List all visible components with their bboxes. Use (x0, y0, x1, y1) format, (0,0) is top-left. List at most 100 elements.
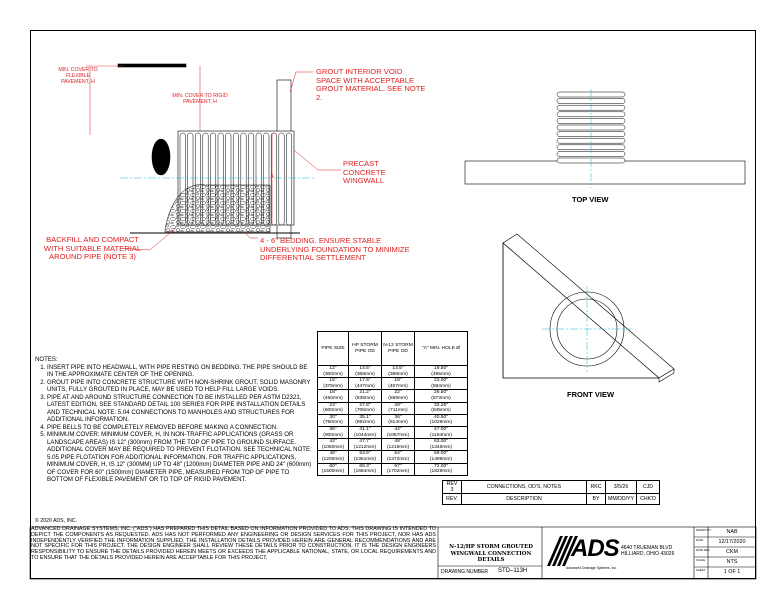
title-field-label: DATE (696, 538, 704, 542)
table-cell: 48"(1219mm) (381, 438, 415, 452)
table-cell: 53.6"(1361mm) (348, 450, 382, 464)
table-row: 42"(1050mm)47.7"(1212mm)48"(1219mm)53.00… (317, 438, 468, 452)
table-cell: 18"(450mm) (317, 389, 349, 403)
table-cell: 42"(1067mm) (381, 425, 415, 440)
notes-block: NOTES: INSERT PIPE INTO HEADWALL, WITH P… (35, 356, 313, 484)
side-section (86, 63, 341, 251)
wingwall-callout: PRECAST CONCRETE WINGWALL (343, 159, 386, 186)
table-cell: 17.6"(447mm) (348, 377, 382, 391)
title-field-value: CKM (726, 549, 738, 555)
revision-table: REV 3 CONNECTIONS, OD'S, NOTES RKC 3/5/2… (442, 480, 660, 505)
table-cell: 47.00"(1194mm) (414, 425, 468, 440)
table-header: HP STORM PIPE OD (348, 331, 382, 366)
table-row: 36"(900mm)41.1"(1044mm)42"(1067mm)47.00"… (317, 425, 468, 440)
copyright: © 2020 ADS, INC. (35, 518, 77, 524)
table-cell: 53.00"(1346mm) (414, 438, 468, 452)
note-item: PIPE AT AND AROUND STRUCTURE CONNECTION … (47, 394, 313, 424)
top-view-wall (464, 160, 746, 185)
top-view-title: TOP VIEW (572, 195, 609, 204)
revision-cell: REV 3 (442, 480, 462, 494)
table-cell: 47.7"(1212mm) (348, 438, 382, 452)
table-cell: 42"(1050mm) (317, 438, 349, 452)
pavement-strip (117, 63, 187, 68)
note-item: INSERT PIPE INTO HEADWALL, WITH PIPE RES… (47, 364, 313, 379)
title-block-lines (29, 526, 757, 580)
front-view-title: FRONT VIEW (567, 390, 615, 399)
drawing-sheet (30, 30, 756, 579)
note-item: GROUT PIPE INTO CONCRETE STRUCTURE WITH … (47, 379, 313, 394)
title-field-value: NAB (726, 529, 738, 535)
table-row: 18"(450mm)21.2"(538mm)22"(559mm)26.50"(6… (317, 389, 468, 403)
table-cell: 15"(375mm) (317, 377, 349, 391)
drawing-number-label: DRAWING NUMBER (441, 569, 489, 575)
revision-cell: MM/DD/YY (605, 493, 637, 505)
bedding-callout: 4 - 6" BEDDING. ENSURE STABLE UNDERLYING… (260, 236, 410, 263)
drawing-title-2: WINGWALL CONNECTION DETAILS (450, 551, 532, 563)
table-cell: 41.1"(1044mm) (348, 425, 382, 440)
title-field-value: 1 OF 1 (723, 569, 741, 575)
title-field-label: SCALE (696, 558, 706, 562)
top-view (464, 89, 746, 188)
table-header-row: PIPE SIZE HP STORM PIPE OD N-12 STORM PI… (317, 331, 468, 366)
table-cell: 22"(559mm) (381, 389, 415, 403)
table-cell: 27.8"(706mm) (348, 401, 382, 415)
table-cell: 66.3"(1684mm) (348, 462, 382, 476)
backfill-gravel (164, 184, 271, 233)
drawing-title-1: N-12/HP STORM GROUTED (449, 544, 533, 550)
table-row: 60"(1500mm)66.3"(1684mm)67"(1702mm)72.00… (317, 462, 468, 476)
grout-callout: GROUT INTERIOR VOID SPACE WITH ACCEPTABL… (316, 67, 426, 102)
ads-logo-subtitle: Advanced Drainage Systems, Inc. (566, 566, 618, 570)
note-item: PIPE BELLS TO BE COMPLETELY REMOVED BEFO… (47, 424, 313, 432)
table-cell: 21.2"(538mm) (348, 389, 382, 403)
table-cell: 24"(600mm) (317, 401, 349, 415)
notes-heading: NOTES: (35, 356, 58, 363)
revision-cell: RKC (586, 480, 606, 494)
table-cell: 23.00"(584mm) (414, 377, 468, 391)
table-row: 15"(375mm)17.6"(447mm)18"(457mm)23.00"(5… (317, 377, 468, 391)
table-cell: 36"(914mm) (381, 413, 415, 427)
pipe-corrugation (270, 132, 277, 226)
table-cell: 14.5"(368mm) (348, 364, 382, 379)
notes-list: INSERT PIPE INTO HEADWALL, WITH PIPE RES… (35, 364, 313, 484)
note-item: MINIMUM COVER: MINIMUM COVER, H, IN NON-… (47, 431, 313, 484)
revision-cell: CHK'D (636, 493, 660, 505)
revision-cell: REV. (442, 493, 462, 505)
table-cell: 60"(1500mm) (317, 462, 349, 476)
table-row: 24"(600mm)27.8"(706mm)28"(711mm)33.25"(8… (317, 401, 468, 415)
drawing-number: STD–113H (498, 568, 528, 574)
backfill-callout: BACKFILL AND COMPACT WITH SUITABLE MATER… (43, 235, 142, 262)
pipe-size-table: PIPE SIZE HP STORM PIPE OD N-12 STORM PI… (317, 331, 468, 476)
title-field-label: DRAWN BY (696, 528, 711, 532)
pipe-corrugation (278, 132, 285, 226)
table-cell: 72.00"(1829mm) (414, 462, 468, 476)
table-cell: 19.50"(495mm) (414, 364, 468, 379)
revision-header-row: REV. DESCRIPTION BY MM/DD/YY CHK'D (442, 493, 660, 505)
title-field-label: DATE REV (696, 548, 710, 552)
table-cell: 54"(1372mm) (381, 450, 415, 464)
table-header: N-12 STORM PIPE OD (381, 331, 415, 366)
table-cell: 14.5"(368mm) (381, 364, 415, 379)
revision-cell: BY (586, 493, 606, 505)
table-cell: 30"(750mm) (317, 413, 349, 427)
revision-cell: CONNECTIONS, OD'S, NOTES (461, 480, 587, 494)
table-cell: 36"(900mm) (317, 425, 349, 440)
table-cell: 48"(1200mm) (317, 450, 349, 464)
min-cover-rigid-label: MIN. COVER TO RIGID PAVEMENT, H (172, 93, 228, 105)
address-line-2: HILLIARD, OHIO 43026 (621, 551, 675, 557)
revision-cell: DESCRIPTION (461, 493, 587, 505)
table-cell: 59.00"(1499mm) (414, 450, 468, 464)
address-line-1: 4640 TRUEMAN BLVD (621, 545, 673, 551)
min-cover-flexible-label: MIN. COVER TO FLEXIBLE PAVEMENT, H (58, 67, 98, 85)
table-row: 12"(300mm)14.5"(368mm)14.5"(368mm)19.50"… (317, 364, 468, 379)
table-cell: 67"(1702mm) (381, 462, 415, 476)
table-cell: 26.50"(673mm) (414, 389, 468, 403)
title-field-value: 12/17/2020 (718, 539, 746, 545)
table-cell: 18"(457mm) (381, 377, 415, 391)
table-cell: 33.25"(845mm) (414, 401, 468, 415)
ads-logo: ADS (571, 535, 620, 562)
table-row: 30"(750mm)35.1"(892mm)36"(914mm)40.50"(1… (317, 413, 468, 427)
table-header: PIPE SIZE (317, 331, 349, 366)
title-field-label: SHEET (696, 568, 706, 572)
table-header: "A" MIN. HOLE Ø (414, 331, 468, 366)
